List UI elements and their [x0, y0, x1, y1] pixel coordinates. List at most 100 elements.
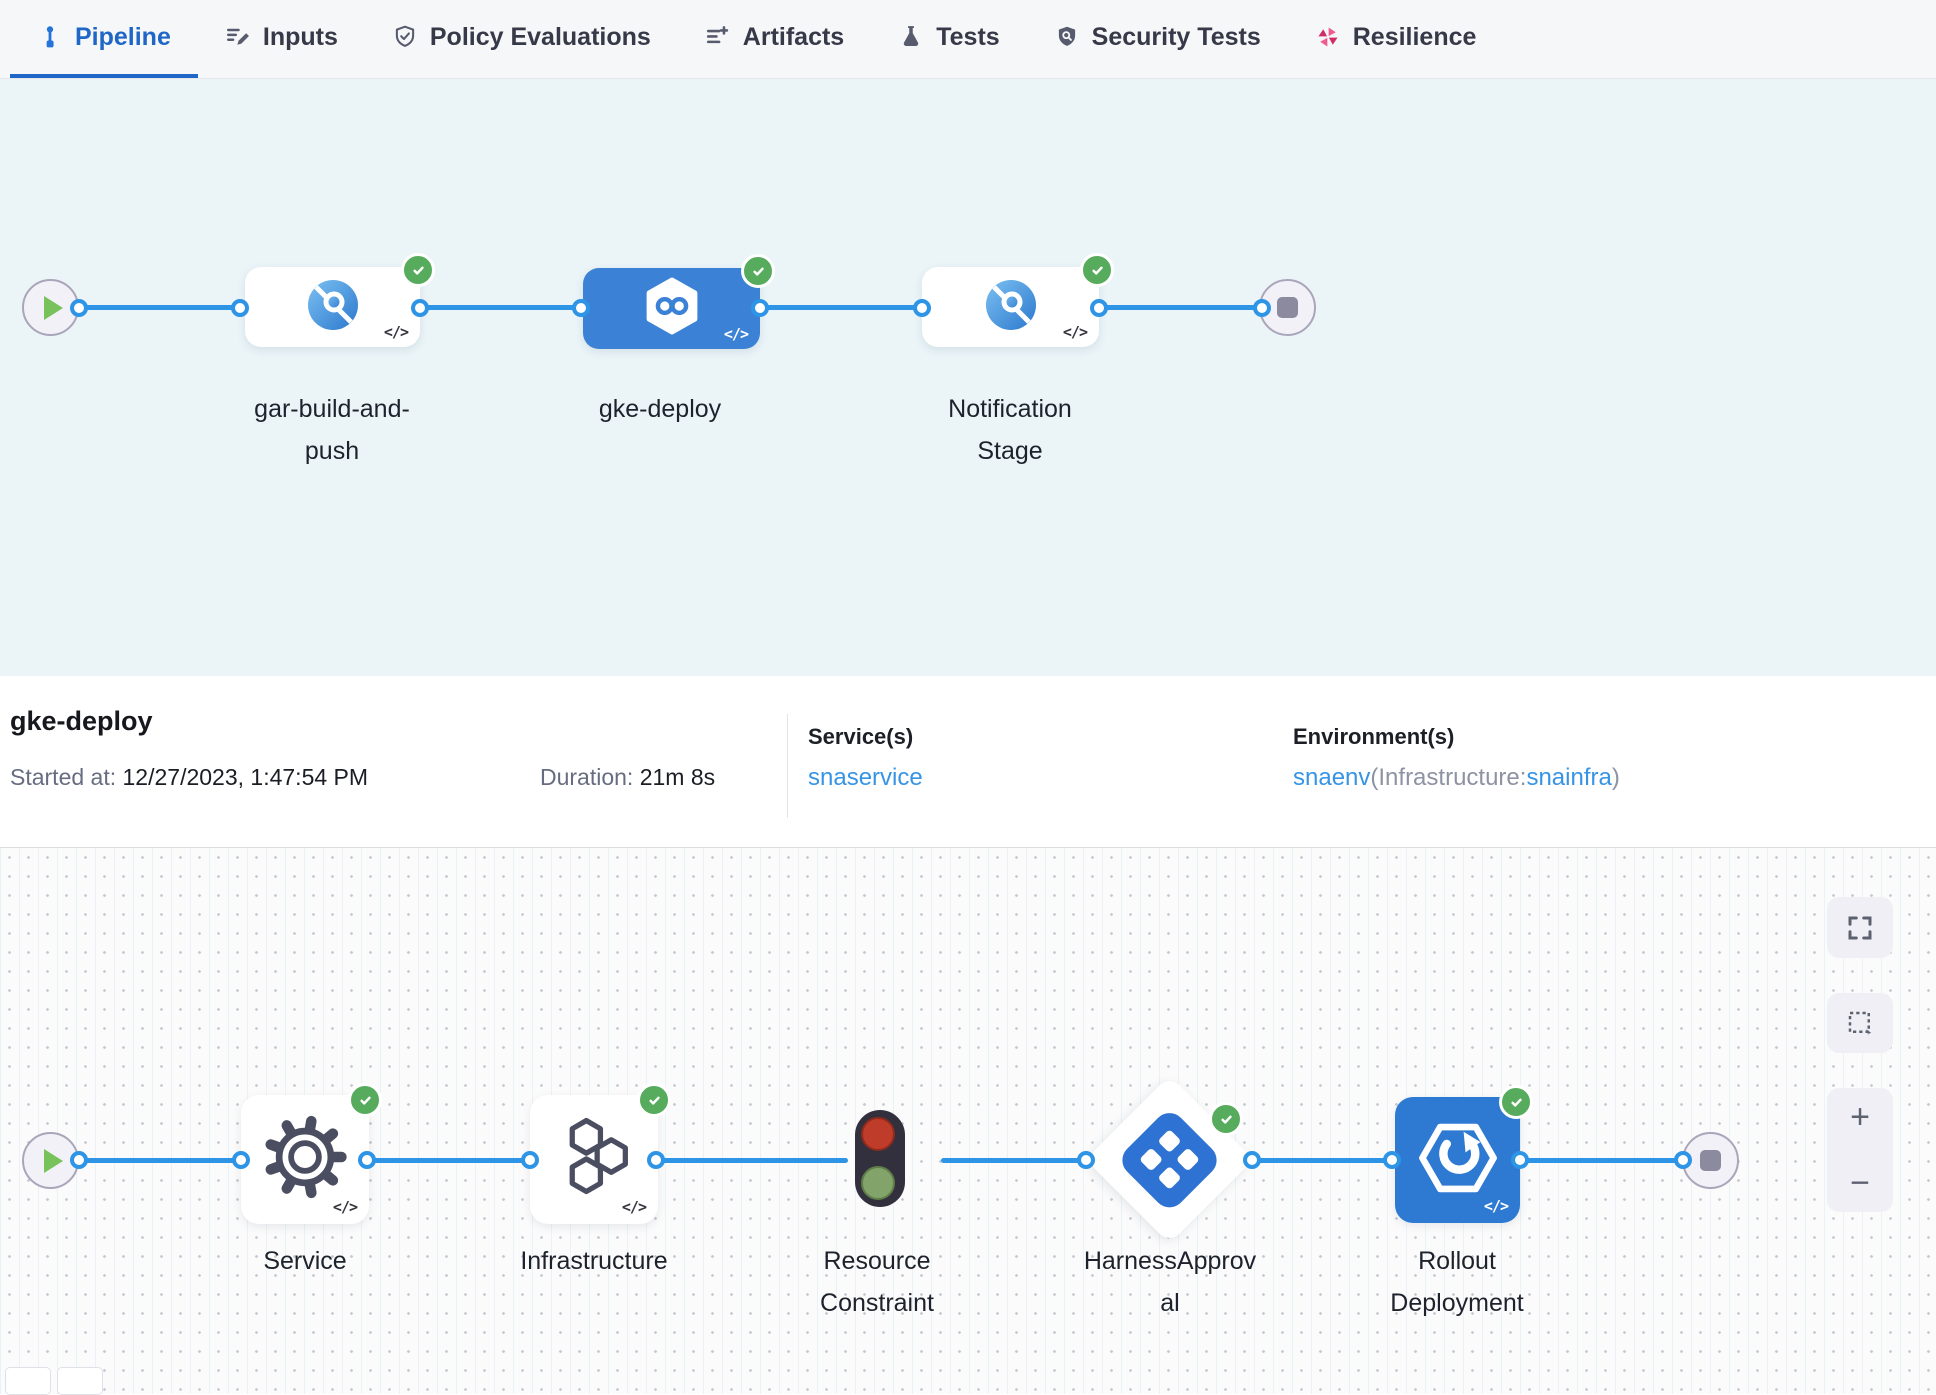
started-at-value: 12/27/2023, 1:47:54 PM — [116, 764, 369, 790]
divider — [787, 714, 788, 818]
step-node-rollout-deployment[interactable]: </> — [1395, 1085, 1533, 1223]
tab-label: Resilience — [1352, 22, 1477, 51]
step-node-service[interactable]: </> — [241, 1083, 382, 1224]
step-node-infrastructure[interactable]: </> — [530, 1083, 671, 1224]
port — [572, 299, 590, 317]
tab-label: Inputs — [262, 22, 338, 51]
code-glyph: </> — [621, 1198, 647, 1216]
edge — [79, 305, 240, 310]
edge — [1099, 305, 1262, 310]
shield-search-icon — [1054, 24, 1080, 50]
inputs-icon — [225, 24, 251, 50]
stage-node-gar-build-and-push[interactable]: </> — [245, 253, 435, 347]
stage-node-notification-stage[interactable]: </> — [922, 253, 1114, 347]
tab-bar: Pipeline Inputs Policy Evaluations Artif… — [0, 0, 1936, 79]
gcr-build-push-icon — [305, 277, 361, 338]
duration-value: 21m 8s — [639, 764, 716, 790]
port — [1090, 299, 1108, 317]
cd-stage-icon — [643, 277, 701, 340]
success-badge — [1209, 1102, 1243, 1136]
tab-label: Policy Evaluations — [429, 22, 651, 51]
zoom-in-button[interactable]: + — [1850, 1098, 1870, 1136]
duration-label: Duration: — [540, 764, 640, 790]
edge — [760, 305, 922, 310]
port — [411, 299, 429, 317]
shield-check-icon — [392, 24, 418, 50]
tab-artifacts[interactable]: Artifacts — [678, 0, 871, 78]
list-plus-icon — [705, 24, 731, 50]
execution-canvas[interactable]: </> </> — [0, 848, 1936, 1395]
tab-label: Pipeline — [75, 22, 171, 51]
port — [1077, 1151, 1095, 1169]
port — [70, 1151, 88, 1169]
edge — [656, 1158, 848, 1163]
pinwheel-icon — [1315, 24, 1341, 50]
success-badge — [401, 253, 435, 287]
code-glyph: </> — [1062, 323, 1088, 341]
infrastructure-link[interactable]: snainfra — [1526, 764, 1612, 791]
stage-label-notification-stage: Notification Stage — [948, 395, 1072, 465]
tab-security-tests[interactable]: Security Tests — [1027, 0, 1288, 78]
service-link[interactable]: snaservice — [808, 764, 923, 791]
marquee-select-button[interactable] — [1827, 993, 1893, 1053]
zoom-controls: + − — [1827, 1088, 1893, 1212]
success-badge — [348, 1083, 382, 1117]
execution-start-node — [22, 1132, 79, 1189]
started-at-label: Started at: — [10, 764, 117, 790]
zoom-out-button[interactable]: − — [1850, 1164, 1870, 1202]
port — [751, 299, 769, 317]
port — [1253, 299, 1271, 317]
tab-inputs[interactable]: Inputs — [198, 0, 365, 78]
step-label-rollout-deployment: Rollout Deployment — [1390, 1247, 1524, 1317]
step-node-harness-approval[interactable] — [1085, 1075, 1254, 1244]
stage-pipeline-canvas[interactable]: </> </> — [0, 79, 1936, 676]
step-node-resource-constraint[interactable] — [855, 1110, 905, 1207]
started-at: Started at: 12/27/2023, 1:47:54 PM — [10, 764, 368, 791]
tab-label: Security Tests — [1091, 22, 1261, 51]
custom-stage-icon — [983, 277, 1039, 338]
port — [358, 1151, 376, 1169]
services-label: Service(s) — [808, 724, 914, 749]
flask-icon — [898, 24, 924, 50]
step-label-infrastructure: Infrastructure — [520, 1247, 668, 1275]
edge — [420, 305, 583, 310]
stage-node-gke-deploy[interactable]: </> — [583, 254, 775, 349]
approval-icon — [1115, 1105, 1224, 1214]
port — [1511, 1151, 1529, 1169]
edge — [367, 1158, 530, 1163]
infrastructure-prefix: (Infrastructure: — [1370, 764, 1527, 791]
duration: Duration: 21m 8s — [540, 764, 715, 791]
fullscreen-button[interactable] — [1827, 897, 1893, 958]
step-label-resource-constraint: Resource Constraint — [820, 1247, 934, 1317]
stop-icon — [1277, 297, 1298, 318]
canvas-overlay-box — [57, 1367, 103, 1395]
pipeline-start-node — [22, 279, 79, 336]
tab-pipeline[interactable]: Pipeline — [10, 0, 198, 78]
stage-label-gar-build-and-push: gar-build-and- push — [254, 395, 410, 465]
stage-title: gke-deploy — [10, 706, 153, 736]
environments-block: Environment(s) snaenv(Infrastructure:sna… — [1293, 724, 1620, 792]
environment-link[interactable]: snaenv — [1293, 764, 1371, 791]
code-glyph: </> — [723, 325, 749, 343]
tab-label: Tests — [936, 22, 1000, 51]
play-icon — [43, 295, 63, 320]
port — [647, 1151, 665, 1169]
tab-policy-evaluations[interactable]: Policy Evaluations — [365, 0, 678, 78]
stop-icon — [1700, 1150, 1721, 1171]
edge — [941, 1158, 1086, 1163]
tab-tests[interactable]: Tests — [871, 0, 1026, 78]
port — [1243, 1151, 1261, 1169]
code-glyph: </> — [383, 323, 409, 341]
hexagons-icon — [548, 1111, 640, 1208]
edge — [1252, 1158, 1392, 1163]
success-badge — [637, 1083, 671, 1117]
play-icon — [43, 1148, 63, 1173]
port — [521, 1151, 539, 1169]
port — [232, 1151, 250, 1169]
port — [1674, 1151, 1692, 1169]
tab-resilience[interactable]: Resilience — [1288, 0, 1504, 78]
success-badge — [1080, 253, 1114, 287]
step-label-harness-approval: HarnessApprov al — [1083, 1247, 1257, 1317]
edge — [79, 1158, 241, 1163]
